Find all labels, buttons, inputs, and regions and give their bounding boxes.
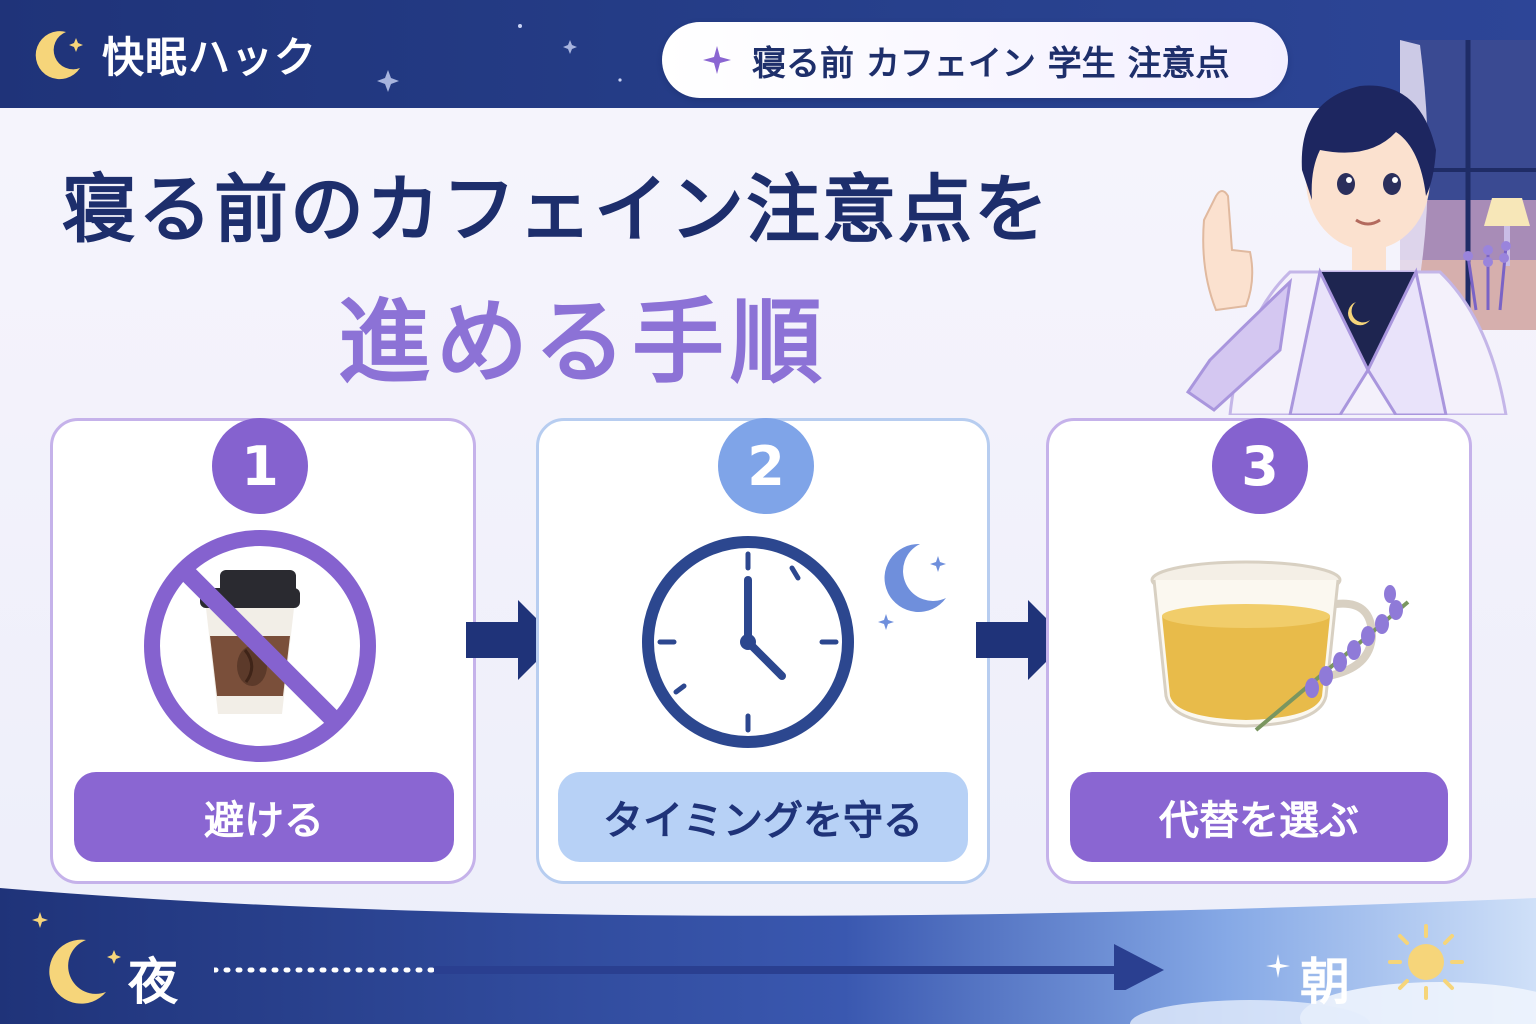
step-label-2: タイミングを守る [558, 772, 968, 862]
step-number-2: 2 [718, 418, 814, 514]
page-title-line2: 進める手順 [338, 289, 829, 396]
no-coffee-icon [144, 530, 376, 762]
moon-icon [35, 31, 83, 80]
timeline-end-label: 朝 [1300, 953, 1350, 1011]
sparkle-icon [703, 46, 731, 74]
clock-icon [642, 536, 854, 748]
header-stars [377, 24, 622, 92]
keyword-tag-text: 寝る前 カフェイン 学生 注意点 [752, 43, 1230, 84]
night-moon-icon [878, 543, 946, 630]
sun-icon [1388, 924, 1464, 1000]
guide-character-illustration [1185, 40, 1536, 415]
step-number-3: 3 [1212, 418, 1308, 514]
step-label-3: 代替を選ぶ [1070, 772, 1448, 862]
keyword-tag: 寝る前 カフェイン 学生 注意点 [662, 22, 1288, 98]
timeline-start-label: 夜 [128, 953, 178, 1011]
page-title-line1: 寝る前のカフェイン注意点を [62, 167, 1050, 253]
brand-name: 快眠ハック [102, 32, 318, 82]
night-moon-icon [32, 912, 121, 1004]
night-to-morning-band [0, 888, 1536, 1024]
arrow-right-icon [466, 600, 558, 680]
arrow-right-icon [976, 600, 1068, 680]
step-label-1: 避ける [74, 772, 454, 862]
brand: 快眠ハック [28, 22, 317, 86]
timeline-arrow [214, 944, 1164, 990]
sparkle-icon [1266, 954, 1290, 978]
herbal-tea-icon [1150, 560, 1410, 732]
step-number-1: 1 [212, 418, 308, 514]
